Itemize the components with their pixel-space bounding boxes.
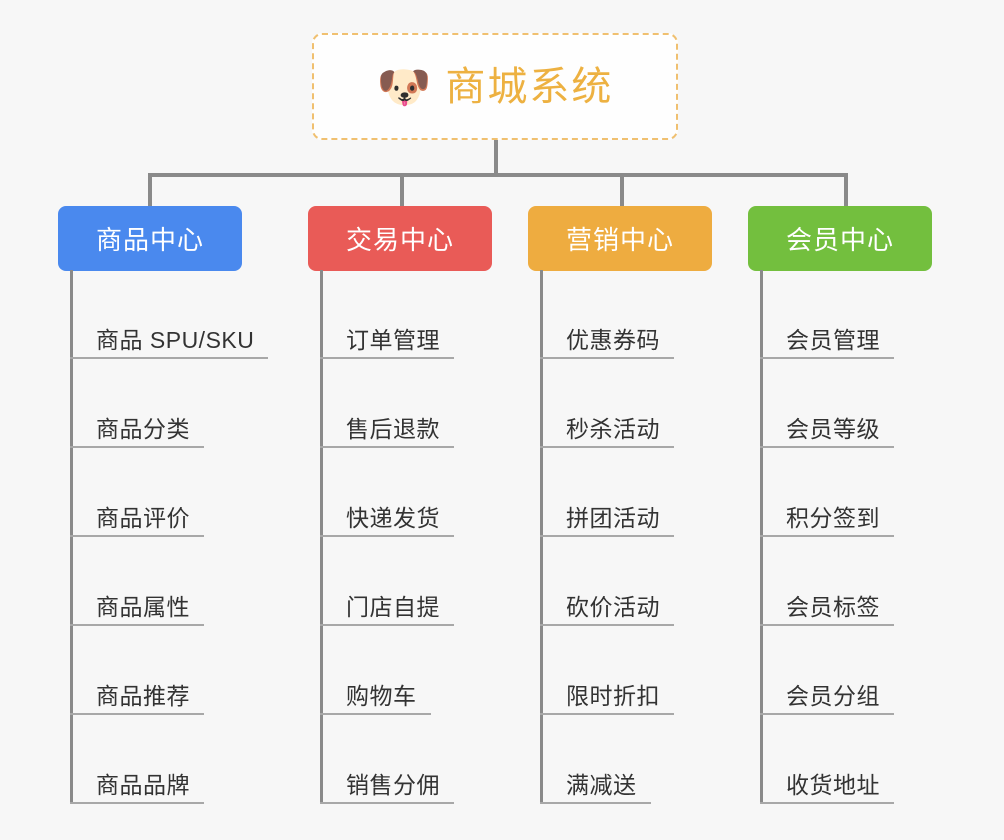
category-label: 交易中心 xyxy=(345,225,454,255)
leaf-underline: 商品属性 xyxy=(70,594,204,626)
leaf-item[interactable]: 砍价活动 xyxy=(540,537,674,626)
leaf-item[interactable]: 商品分类 xyxy=(70,359,204,448)
connector-spine-1 xyxy=(70,270,73,804)
connector-drop-2 xyxy=(400,173,404,206)
leaf-underline: 商品 SPU/SKU xyxy=(70,326,269,359)
leaf-label: 商品品牌 xyxy=(96,771,190,798)
leaf-underline: 购物车 xyxy=(320,683,431,715)
leaf-underline: 售后退款 xyxy=(320,416,454,448)
leaf-item[interactable]: 满减送 xyxy=(540,715,651,804)
leaf-label: 会员分组 xyxy=(786,682,880,709)
leaf-item[interactable]: 会员管理 xyxy=(760,270,894,359)
category-label: 营销中心 xyxy=(565,225,674,255)
category-box-1[interactable]: 商品中心 xyxy=(58,206,242,271)
leaf-underline: 拼团活动 xyxy=(540,505,674,537)
leaf-label: 快递发货 xyxy=(346,504,440,531)
leaf-underline: 快递发货 xyxy=(320,505,454,537)
leaf-label: 会员等级 xyxy=(786,415,880,442)
leaf-item[interactable]: 会员标签 xyxy=(760,537,894,626)
leaf-underline: 会员分组 xyxy=(760,683,894,715)
leaf-label: 商品评价 xyxy=(96,504,190,531)
leaf-underline: 订单管理 xyxy=(320,327,454,359)
connector-drop-1 xyxy=(148,173,152,206)
connector-spine-3 xyxy=(540,270,543,804)
leaf-underline: 满减送 xyxy=(540,772,651,804)
leaf-underline: 限时折扣 xyxy=(540,683,674,715)
leaf-item[interactable]: 购物车 xyxy=(320,626,431,715)
connector-spine-2 xyxy=(320,270,323,804)
leaf-underline: 商品推荐 xyxy=(70,683,204,715)
leaf-underline: 优惠券码 xyxy=(540,327,674,359)
leaf-label: 满减送 xyxy=(566,771,637,798)
leaf-item[interactable]: 积分签到 xyxy=(760,448,894,537)
leaf-label: 售后退款 xyxy=(346,415,440,442)
leaf-underline: 会员管理 xyxy=(760,327,894,359)
leaf-label: 限时折扣 xyxy=(566,682,660,709)
leaf-item[interactable]: 收货地址 xyxy=(760,715,894,804)
connector-spine-4 xyxy=(760,270,763,804)
leaf-item[interactable]: 商品 SPU/SKU xyxy=(70,270,269,359)
connector-horizontal-bus xyxy=(148,173,848,177)
shiba-dog-face-icon: 🐶 xyxy=(376,62,432,112)
leaf-label: 秒杀活动 xyxy=(566,415,660,442)
leaf-label: 销售分佣 xyxy=(346,771,440,798)
leaf-underline: 砍价活动 xyxy=(540,594,674,626)
root-title: 商城系统 xyxy=(445,64,614,109)
root-node[interactable]: 🐶 商城系统 xyxy=(312,33,678,140)
connector-drop-3 xyxy=(620,173,624,206)
leaf-item[interactable]: 拼团活动 xyxy=(540,448,674,537)
leaf-item[interactable]: 订单管理 xyxy=(320,270,454,359)
leaf-underline: 会员标签 xyxy=(760,594,894,626)
category-box-2[interactable]: 交易中心 xyxy=(308,206,492,271)
connector-drop-4 xyxy=(844,173,848,206)
leaf-item[interactable]: 门店自提 xyxy=(320,537,454,626)
leaf-label: 收货地址 xyxy=(786,771,880,798)
leaf-item[interactable]: 销售分佣 xyxy=(320,715,454,804)
leaf-item[interactable]: 商品推荐 xyxy=(70,626,204,715)
leaf-underline: 商品评价 xyxy=(70,505,204,537)
leaf-label: 门店自提 xyxy=(346,593,440,620)
leaf-item[interactable]: 快递发货 xyxy=(320,448,454,537)
leaf-underline: 门店自提 xyxy=(320,594,454,626)
leaf-underline: 积分签到 xyxy=(760,505,894,537)
leaf-label: 积分签到 xyxy=(786,504,880,531)
category-label: 会员中心 xyxy=(785,225,894,255)
leaf-item[interactable]: 商品品牌 xyxy=(70,715,204,804)
leaf-label: 会员管理 xyxy=(786,326,880,353)
leaf-underline: 收货地址 xyxy=(760,772,894,804)
leaf-underline: 秒杀活动 xyxy=(540,416,674,448)
leaf-label: 砍价活动 xyxy=(566,593,660,620)
leaf-item[interactable]: 售后退款 xyxy=(320,359,454,448)
leaf-item[interactable]: 限时折扣 xyxy=(540,626,674,715)
leaf-label: 订单管理 xyxy=(346,326,440,353)
leaf-label: 会员标签 xyxy=(786,593,880,620)
category-box-3[interactable]: 营销中心 xyxy=(528,206,712,271)
leaf-item[interactable]: 商品属性 xyxy=(70,537,204,626)
leaf-label: 商品推荐 xyxy=(96,682,190,709)
category-label: 商品中心 xyxy=(95,225,204,255)
leaf-underline: 会员等级 xyxy=(760,416,894,448)
leaf-underline: 商品分类 xyxy=(70,416,204,448)
leaf-label: 优惠券码 xyxy=(566,326,660,353)
leaf-label: 商品 SPU/SKU xyxy=(96,326,255,353)
leaf-label: 购物车 xyxy=(346,682,417,709)
leaf-underline: 商品品牌 xyxy=(70,772,204,804)
connector-root-stem xyxy=(494,140,498,175)
leaf-label: 拼团活动 xyxy=(566,504,660,531)
leaf-item[interactable]: 会员分组 xyxy=(760,626,894,715)
leaf-underline: 销售分佣 xyxy=(320,772,454,804)
category-box-4[interactable]: 会员中心 xyxy=(748,206,932,271)
leaf-item[interactable]: 优惠券码 xyxy=(540,270,674,359)
leaf-item[interactable]: 商品评价 xyxy=(70,448,204,537)
leaf-label: 商品分类 xyxy=(96,415,190,442)
leaf-label: 商品属性 xyxy=(96,593,190,620)
leaf-item[interactable]: 会员等级 xyxy=(760,359,894,448)
leaf-item[interactable]: 秒杀活动 xyxy=(540,359,674,448)
